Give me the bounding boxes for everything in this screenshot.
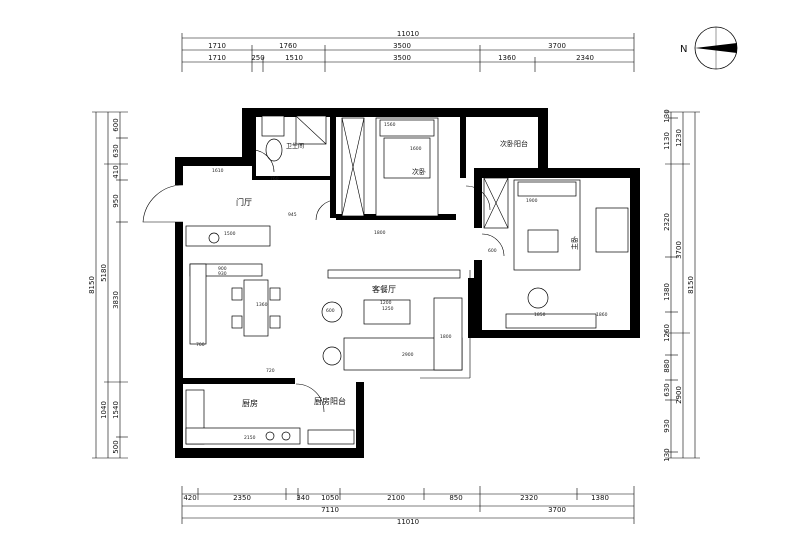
left-overall-dim: 8150 <box>88 276 96 294</box>
inner-dim: 1850 <box>534 312 546 318</box>
furniture <box>142 115 629 445</box>
right-dim: 1380 <box>663 283 671 301</box>
inner-dim: 1600 <box>410 146 422 152</box>
inner-dim: 2150 <box>244 435 256 441</box>
room-label-kitchen-balcony: 厨房阳台 <box>314 396 346 406</box>
inner-dim: 1860 <box>596 312 608 318</box>
right-dimension-chain: 8150 1230 3700 2900 130 1130 2320 1380 1… <box>663 109 700 462</box>
right-dim: 2900 <box>675 386 683 404</box>
inner-dim: 760 <box>270 176 279 182</box>
bottom-dim: 3700 <box>548 506 566 514</box>
north-arrow: N <box>680 26 738 70</box>
inner-dim: 1610 <box>212 168 224 174</box>
inner-dim: 720 <box>266 368 275 374</box>
inner-dim: 1360 <box>256 302 268 308</box>
right-dim: 130 <box>663 448 671 461</box>
top-dim: 1710 <box>208 54 226 62</box>
left-dim: 410 <box>112 165 120 178</box>
right-dim: 130 <box>663 109 671 122</box>
top-dim: 3700 <box>548 42 566 50</box>
bottom-dim: 7110 <box>321 506 339 514</box>
bottom-dim: 1380 <box>591 494 609 502</box>
inner-dim: 2900 <box>402 352 414 358</box>
top-dim: 3500 <box>393 54 411 62</box>
right-overall-dim: 8150 <box>687 276 695 294</box>
room-label-second-bedroom: 次卧 <box>412 167 426 176</box>
inner-dim: 1500 <box>224 231 236 237</box>
inner-dim: 930 <box>218 271 227 277</box>
left-dim: 5180 <box>100 264 108 282</box>
left-dim: 3830 <box>112 291 120 309</box>
bottom-dim: 2100 <box>387 494 405 502</box>
room-labels: 门厅 卫生间 次卧 次卧阳台 主卧 客餐厅 厨房 厨房阳台 <box>236 139 579 408</box>
bottom-dim: 2320 <box>520 494 538 502</box>
top-dim: 1360 <box>498 54 516 62</box>
room-label-master-bedroom: 主卧 <box>570 236 579 250</box>
room-label-kitchen: 厨房 <box>242 398 258 408</box>
inner-dimensions: 1610 945 1800 1900 1600 1560 930 1250 18… <box>196 122 608 441</box>
left-dim: 500 <box>112 440 120 453</box>
bottom-dim: 340 <box>296 494 309 502</box>
bottom-dim: 1050 <box>321 494 339 502</box>
bottom-dim: 850 <box>449 494 462 502</box>
right-dim: 1130 <box>663 132 671 150</box>
right-dim: 2320 <box>663 213 671 231</box>
room-label-entry: 门厅 <box>236 197 252 207</box>
bottom-dim: 420 <box>183 494 196 502</box>
inner-dim: 600 <box>326 308 335 314</box>
room-label-living-dining: 客餐厅 <box>372 284 396 294</box>
inner-dim: 1200 <box>380 300 392 306</box>
bottom-dim: 2350 <box>233 494 251 502</box>
inner-dim: 1800 <box>440 334 452 340</box>
top-dim: 1760 <box>279 42 297 50</box>
inner-dim: 1560 <box>384 122 396 128</box>
right-dim: 1230 <box>675 129 683 147</box>
left-dim: 1540 <box>112 401 120 419</box>
left-dim: 1040 <box>100 401 108 419</box>
top-overall-dim: 11010 <box>397 30 419 38</box>
inner-dim: 1800 <box>374 230 386 236</box>
inner-dim: 945 <box>288 212 297 218</box>
right-dim: 3700 <box>675 241 683 259</box>
right-dim: 880 <box>663 359 671 372</box>
top-dim: 250 <box>251 54 264 62</box>
inner-dim: 700 <box>196 342 205 348</box>
north-label: N <box>680 44 687 55</box>
left-dimension-chain: 8150 5180 1040 600 630 410 950 3830 1540… <box>88 111 128 459</box>
right-dim: 1260 <box>663 324 671 342</box>
inner-dim: 1900 <box>526 198 538 204</box>
top-dimension-chain: 11010 1710 1760 3500 3700 1710 250 1510 … <box>181 30 635 72</box>
room-label-second-bedroom-balcony: 次卧阳台 <box>500 139 528 148</box>
bottom-dimension-chain: 420 2350 340 1050 2100 850 2320 1380 711… <box>181 486 635 526</box>
top-dim: 3500 <box>393 42 411 50</box>
walls <box>175 108 640 458</box>
top-dim: 2340 <box>576 54 594 62</box>
right-dim: 930 <box>663 419 671 432</box>
room-label-bathroom: 卫生间 <box>286 142 304 150</box>
left-dim: 950 <box>112 194 120 207</box>
bottom-overall-dim: 11010 <box>397 518 419 526</box>
top-dim: 1710 <box>208 42 226 50</box>
left-dim: 600 <box>112 118 120 131</box>
left-dim: 630 <box>112 144 120 157</box>
top-dim: 1510 <box>285 54 303 62</box>
inner-dim: 1250 <box>382 306 394 312</box>
right-dim: 630 <box>663 383 671 396</box>
inner-dim: 600 <box>488 248 497 254</box>
inner-dim: 900 <box>218 266 227 272</box>
